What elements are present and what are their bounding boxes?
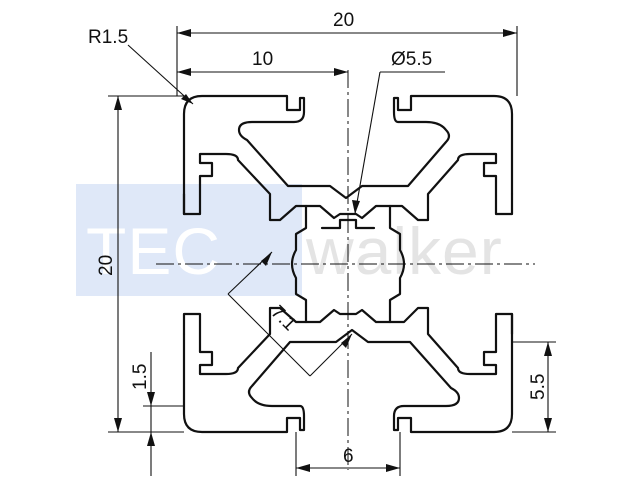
arrow-slot-opening-left [296, 464, 310, 472]
profile-inner-left-wall [182, 152, 308, 222]
center-bore-key-top [320, 218, 376, 230]
profile-quadrant-top-right [388, 152, 514, 222]
arrow-half-width-right [334, 68, 348, 76]
watermark: TEC walker [76, 184, 503, 296]
dim-diagonal: 7.1 [266, 302, 300, 336]
dim-half-width: 10 [252, 49, 273, 70]
profile-quadrant-top-left [182, 94, 514, 216]
arrow-radius [181, 94, 193, 104]
watermark-text-walker: walker [305, 214, 503, 288]
arrow-diagonal-bottom [341, 334, 352, 348]
arrow-wall-thickness-top [147, 392, 155, 406]
arrow-overall-height-top [114, 96, 122, 110]
dim-wall-thickness: 1.5 [130, 364, 151, 390]
dim-corner-radius: R1.5 [88, 27, 128, 48]
dim-slot-depth: 5.5 [528, 374, 549, 400]
centerlines [156, 70, 535, 470]
arrow-slot-depth-bottom [544, 418, 552, 432]
arrow-overall-width-left [177, 29, 191, 37]
leader-radius [127, 44, 194, 105]
profile-quadrant-bottom-left [182, 306, 308, 376]
arrow-bore [352, 200, 360, 214]
arrow-slot-opening-right [386, 464, 400, 472]
dim-overall-width: 20 [333, 10, 354, 31]
dim-slot-opening: 6 [343, 446, 354, 467]
arrow-half-width-left [177, 68, 191, 76]
arrow-slot-depth-top [544, 342, 552, 356]
dim-line-diagonal [227, 293, 311, 377]
profile-quadrant-bottom-right [182, 312, 514, 434]
arrow-wall-thickness-bottom [147, 432, 155, 446]
profile-center-core [290, 204, 406, 324]
leader-bore [354, 71, 381, 215]
arrow-diagonal-top [261, 252, 272, 266]
arrow-overall-width-right [503, 29, 517, 37]
watermark-box [76, 184, 302, 296]
arrow-overall-height-bottom [114, 418, 122, 432]
dim-overall-height: 20 [96, 255, 117, 276]
aluminum-profile [182, 94, 514, 434]
profile-inner-right-wall [388, 306, 514, 376]
watermark-text-tec: TEC [86, 214, 221, 288]
dim-center-bore: Ø5.5 [391, 49, 432, 70]
